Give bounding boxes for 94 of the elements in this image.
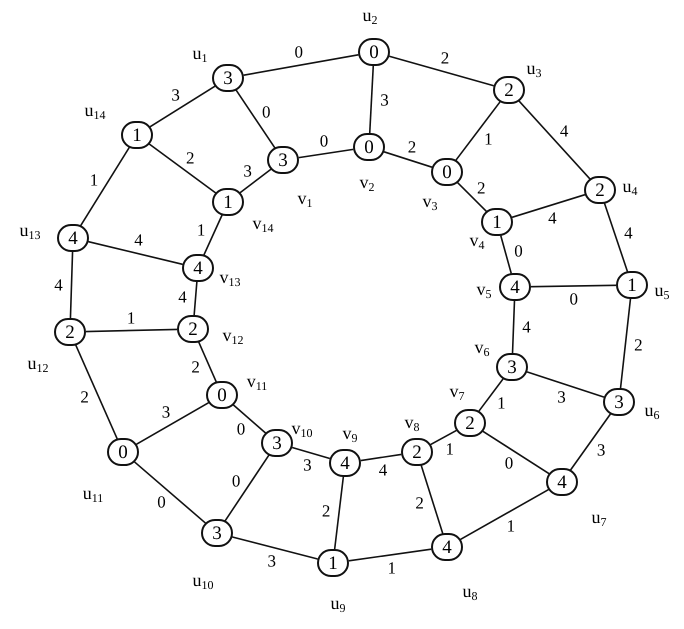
graph-edge [512, 300, 516, 354]
graph-edge [298, 148, 354, 158]
edge-label: 1 [126, 309, 136, 326]
edge-label: 3 [596, 441, 606, 458]
graph-edge [456, 182, 488, 212]
edge-label: 0 [568, 290, 579, 308]
graph-edge [604, 203, 628, 272]
edge-label: 1 [386, 559, 398, 576]
edge-label: 1 [444, 440, 455, 458]
vertex-name: v$_{12}$ [222, 326, 244, 344]
graph-edge [193, 282, 198, 316]
vertex-name: v$_{1}$ [298, 189, 312, 207]
vertex-name: u$_{12}$ [28, 354, 48, 372]
edge-label: 3 [302, 456, 313, 474]
vertex-name: u$_{4}$ [622, 177, 638, 195]
edge-label: 0 [504, 454, 514, 472]
edge-label: 3 [242, 162, 253, 180]
edge-label: 3 [160, 404, 172, 421]
edge-label: 0 [261, 103, 272, 120]
vertex-name: u$_{11}$ [82, 484, 104, 502]
edge-label: 1 [496, 394, 507, 412]
vertex-name: v$_{8}$ [404, 413, 420, 431]
graph-edge [86, 328, 178, 332]
graph-edge [420, 465, 444, 534]
edge-label: 1 [88, 171, 100, 188]
vertex-name: v$_{14}$ [252, 214, 274, 232]
vertex-name: v$_{2}$ [360, 173, 374, 191]
graph-edge [360, 454, 402, 462]
vertex-name: u$_{7}$ [592, 508, 606, 526]
edge-label: 2 [476, 179, 486, 196]
graph-edge [88, 240, 183, 266]
graph-edge [482, 430, 550, 474]
graph-edge [134, 461, 206, 524]
graph-edge [526, 371, 604, 398]
graph-edge [80, 146, 130, 226]
edge-label: 2 [633, 336, 644, 354]
vertex-name: v$_{7}$ [450, 382, 464, 400]
vertex-name: u$_{6}$ [644, 401, 660, 419]
vertex-name: u$_{14}$ [84, 101, 106, 119]
vertex-name: v$_{3}$ [422, 192, 438, 210]
edge-label: 0 [156, 494, 167, 511]
graph-edge [292, 446, 330, 460]
graph-edge [334, 476, 344, 550]
graph-edge [389, 56, 494, 86]
graph-edge [512, 194, 586, 218]
vertex-name: u$_{8}$ [462, 582, 478, 600]
vertex-name: u$_{9}$ [330, 594, 346, 612]
graph-edge [75, 344, 118, 440]
edge-label: 0 [293, 44, 304, 61]
vertex-name: u$_{13}$ [20, 221, 40, 239]
edge-label: 0 [230, 472, 242, 490]
vertex-name: v$_{5}$ [476, 280, 492, 298]
graph-edge [368, 66, 374, 134]
graph-edge [70, 252, 74, 318]
graph-edge [430, 430, 457, 446]
edge-label: 1 [506, 517, 516, 534]
graph-edge [136, 402, 210, 445]
graph-edge [460, 488, 549, 540]
edge-label: 3 [379, 92, 390, 109]
graph-edge [232, 536, 318, 560]
edge-label: 0 [236, 420, 246, 438]
vertex-name: u$_{10}$ [192, 571, 214, 589]
graph-edge [384, 151, 432, 168]
graph-edge [198, 342, 217, 382]
graph-edge [244, 54, 358, 76]
graph-edge [240, 168, 272, 194]
graph-edge [530, 284, 616, 288]
edge-label: 3 [266, 552, 277, 570]
graph-edge [620, 298, 632, 388]
vertex-name: u$_{3}$ [526, 59, 542, 77]
graph-edge [235, 90, 276, 148]
vertex-name: v$_{6}$ [474, 338, 490, 356]
edge-label: 1 [196, 221, 206, 238]
vertex-name: v$_{11}$ [246, 372, 268, 390]
vertex-name: v$_{9}$ [342, 424, 358, 442]
vertex-name: u$_{5}$ [654, 281, 670, 299]
vertex-name: v$_{10}$ [292, 419, 312, 437]
edge-label: 4 [53, 276, 64, 294]
graph-edge [224, 454, 270, 522]
vertex-name: u$_{2}$ [362, 6, 378, 24]
graph-edge [148, 143, 216, 194]
edge-label: 3 [170, 86, 181, 104]
edge-label: 3 [556, 388, 567, 406]
graph-edge [150, 85, 216, 128]
vertex-name: u$_{1}$ [192, 44, 208, 62]
vertex-name: v$_{13}$ [220, 268, 240, 286]
edge-label: 0 [513, 242, 524, 260]
graph-edge [232, 404, 266, 434]
graph-edge [518, 100, 591, 180]
graph-edge [500, 235, 512, 274]
graph-edge [348, 548, 432, 562]
edge-label: 1 [483, 130, 494, 148]
graph-edge [203, 214, 223, 256]
edge-label: 0 [318, 132, 330, 150]
